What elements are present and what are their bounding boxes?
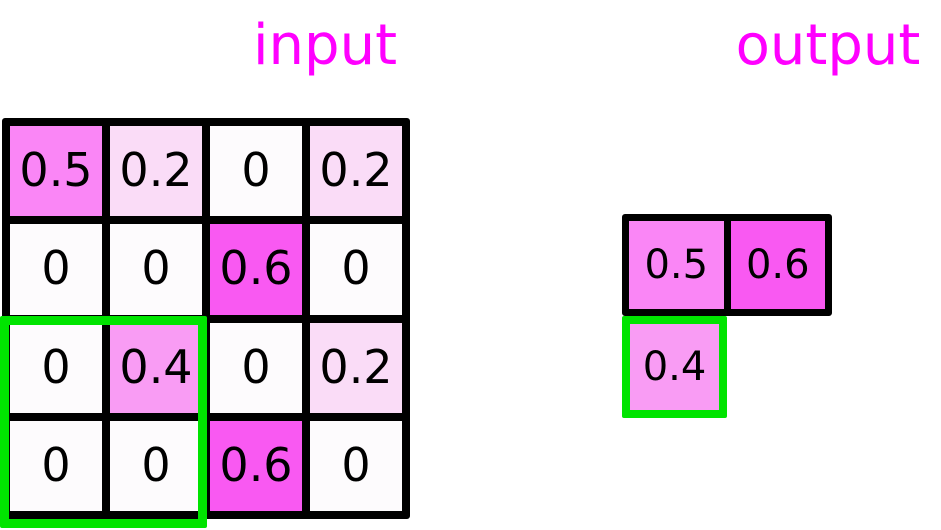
input-cell-r1-c0: 0 <box>10 224 102 315</box>
output-cell-value: 0.5 <box>644 242 709 288</box>
output-selected-cell-value: 0.4 <box>642 344 707 390</box>
input-cell-value: 0 <box>141 437 171 492</box>
input-cell-value: 0.5 <box>19 143 93 198</box>
input-panel-title: input <box>252 13 398 78</box>
output-cell-r0-c0: 0.5 <box>629 221 724 309</box>
input-cell-value: 0.6 <box>219 437 293 492</box>
input-cell-value: 0 <box>241 339 271 394</box>
output-selected-cell: 0.4 <box>622 316 727 418</box>
output-cell-value: 0.6 <box>745 242 810 288</box>
input-cell-r1-c1: 0 <box>110 224 202 315</box>
input-cell-value: 0 <box>341 241 371 296</box>
input-cell-r3-c0: 0 <box>10 420 102 511</box>
input-cell-r1-c2: 0.6 <box>210 224 302 315</box>
input-cell-value: 0.6 <box>219 241 293 296</box>
input-cell-r3-c1: 0 <box>110 420 202 511</box>
input-cell-value: 0 <box>341 437 371 492</box>
input-cell-value: 0 <box>41 437 71 492</box>
input-grid: 0.5 0.2 0 0.2 0 0 0.6 0 0 0.4 0 0.2 0 0 0.6 0 <box>2 118 410 519</box>
input-cell-value: 0 <box>41 339 71 394</box>
input-cell-r0-c1: 0.2 <box>110 126 202 217</box>
input-cell-value: 0.2 <box>119 143 193 198</box>
input-cell-r2-c1: 0.4 <box>110 322 202 413</box>
input-cell-r1-c3: 0 <box>310 224 402 315</box>
input-cell-r2-c2: 0 <box>210 322 302 413</box>
input-cell-r3-c2: 0.6 <box>210 420 302 511</box>
input-cell-value: 0.2 <box>319 339 393 394</box>
input-cell-r0-c3: 0.2 <box>310 126 402 217</box>
input-cell-r2-c0: 0 <box>10 322 102 413</box>
input-cell-r0-c2: 0 <box>210 126 302 217</box>
output-cell-r0-c1: 0.6 <box>730 221 825 309</box>
input-cell-value: 0 <box>41 241 71 296</box>
input-cell-value: 0 <box>241 143 271 198</box>
output-grid: 0.5 0.6 <box>622 214 832 316</box>
input-cell-value: 0.2 <box>319 143 393 198</box>
input-cell-r3-c3: 0 <box>310 420 402 511</box>
input-cell-value: 0 <box>141 241 171 296</box>
input-cell-value: 0.4 <box>119 339 193 394</box>
input-cell-r0-c0: 0.5 <box>10 126 102 217</box>
output-panel-title: output <box>735 13 921 78</box>
input-cell-r2-c3: 0.2 <box>310 322 402 413</box>
